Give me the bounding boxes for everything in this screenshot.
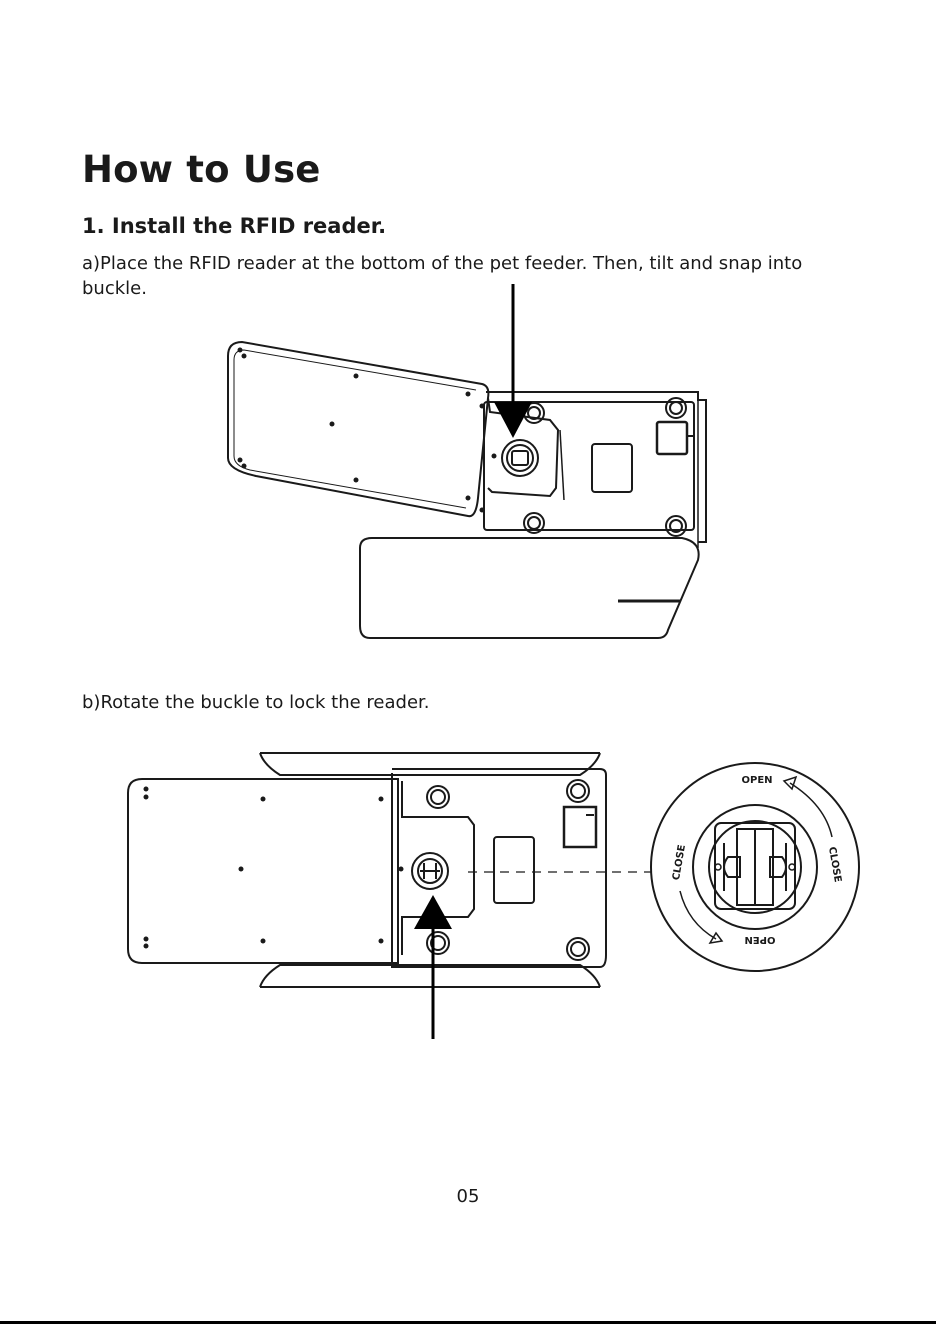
step-b-text: b)Rotate the buckle to lock the reader. [82, 690, 430, 715]
buckle-detail-circle: OPEN OPEN CLOSE CLOSE [651, 763, 859, 971]
figure-tilt-reader [220, 280, 720, 645]
buckle-lock-diagram: OPEN OPEN CLOSE CLOSE [120, 745, 870, 1045]
label-open-top: OPEN [741, 775, 772, 786]
page-number: 05 [0, 1186, 936, 1207]
page-title: How to Use [82, 148, 321, 191]
foot [567, 780, 589, 802]
pointer-arrow-head [414, 895, 452, 929]
foot [524, 513, 544, 533]
foot [666, 398, 686, 418]
label-open-bottom: OPEN [744, 934, 775, 945]
foot [427, 786, 449, 808]
foot [567, 938, 589, 960]
section-heading: 1. Install the RFID reader. [82, 214, 386, 238]
figure-rotate-buckle: OPEN OPEN CLOSE CLOSE [120, 745, 870, 1045]
feeder-tilt-diagram [220, 280, 720, 645]
foot [666, 516, 686, 536]
foot [427, 932, 449, 954]
